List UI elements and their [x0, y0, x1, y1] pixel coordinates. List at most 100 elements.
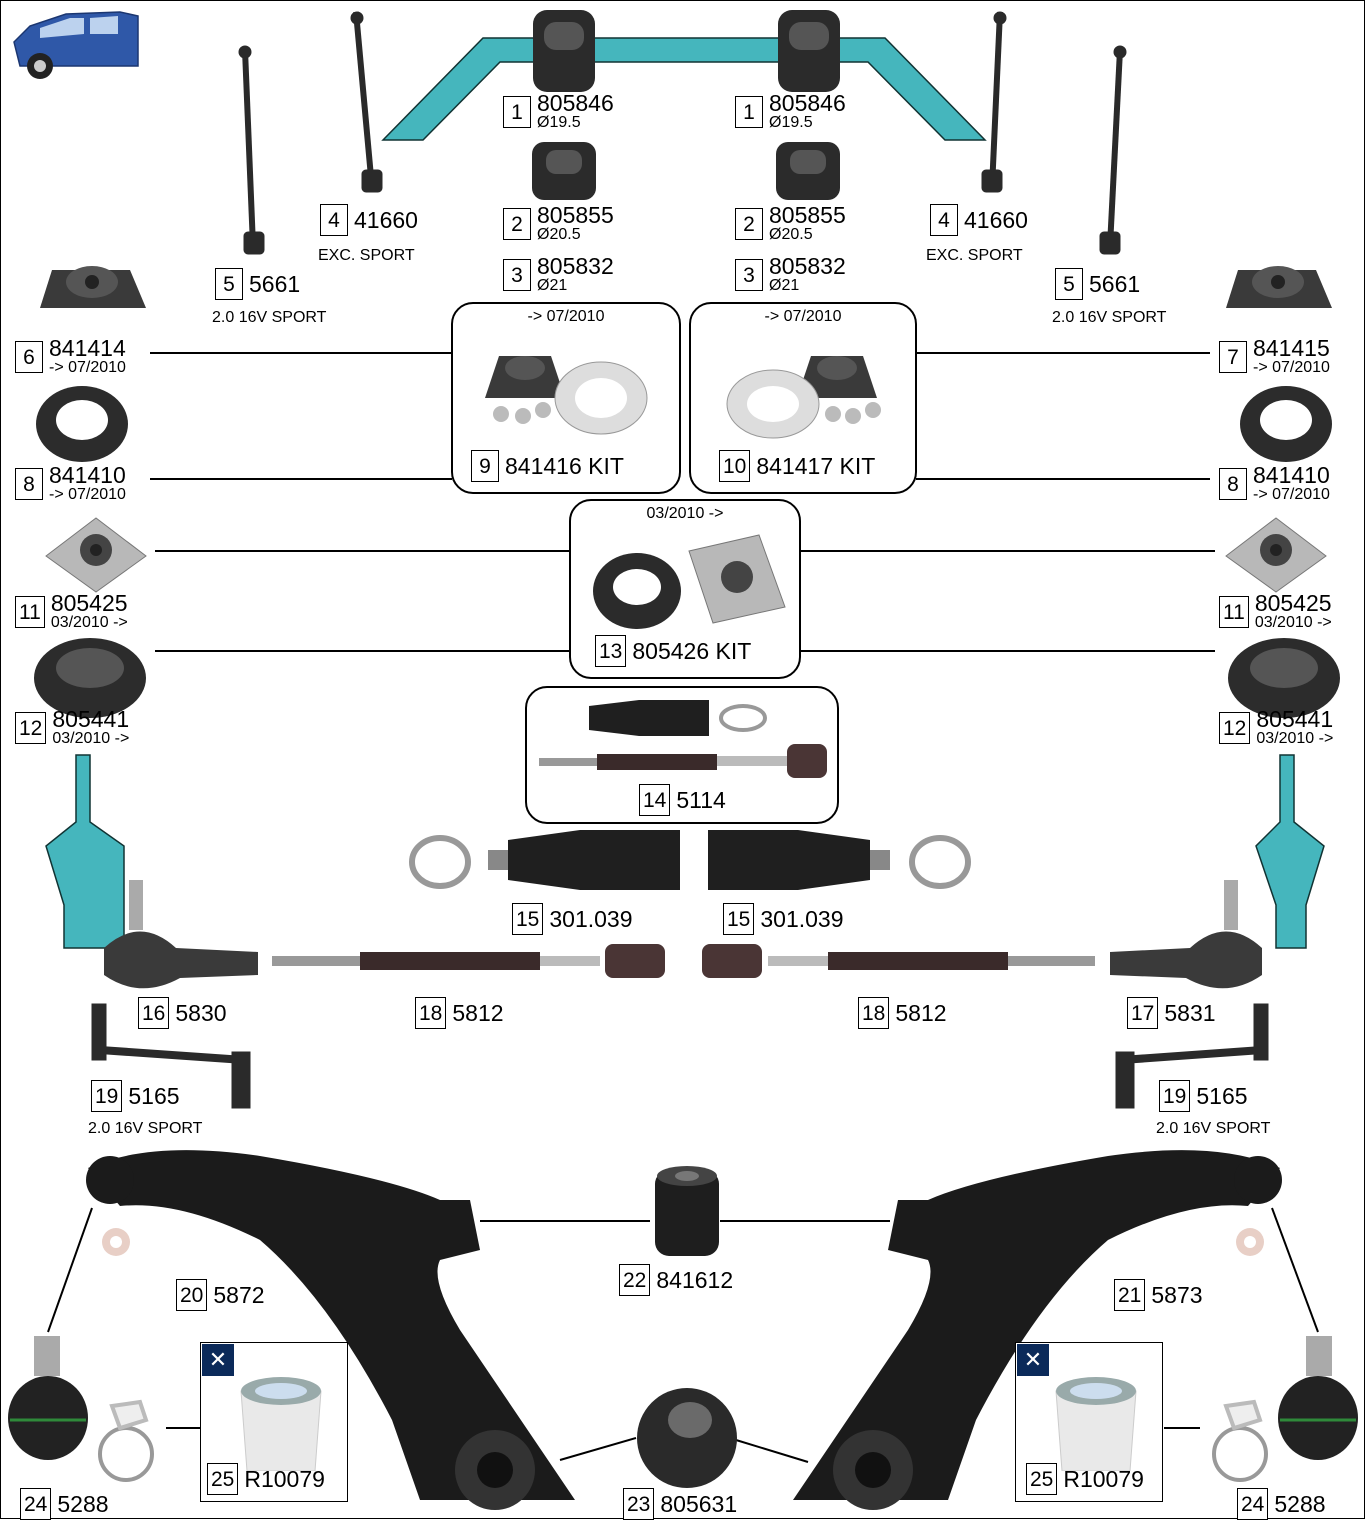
- part-number: 21: [1114, 1279, 1146, 1311]
- part-number: 15: [512, 903, 544, 935]
- part-note: -> 07/2010: [49, 359, 126, 376]
- part-note: Ø19.5: [537, 114, 581, 131]
- part-label-24-right: 24 5288: [1237, 1488, 1326, 1520]
- part-number: 2: [735, 207, 763, 240]
- stabilizer-link-icon: [350, 11, 1007, 193]
- part-note: 03/2010 ->: [1256, 730, 1334, 747]
- part-code: 5830: [175, 999, 227, 1026]
- part-number: 1: [735, 95, 763, 128]
- strut-mount-icon: [45, 517, 1327, 593]
- part-code: 805631: [660, 1490, 738, 1517]
- kit-box-10: -> 07/2010 10 841417 KIT: [689, 302, 917, 494]
- part-code: 5114: [676, 786, 726, 813]
- tie-rod-end-icon: [104, 880, 1262, 989]
- part-label-8-left: 8 841410-> 07/2010: [15, 464, 126, 503]
- part-code: 805832: [537, 253, 614, 279]
- car-icon: [13, 11, 139, 79]
- part-label-24-left: 24 5288: [20, 1488, 109, 1520]
- bushing-press-tool-icon: [240, 1377, 322, 1471]
- part-number: 1: [503, 95, 531, 128]
- part-label-5-right: 5 5661: [1055, 268, 1140, 300]
- part-code: 41660: [354, 206, 418, 233]
- part-label-4-left: 4 41660: [320, 204, 418, 236]
- part-note-4-left: EXC. SPORT: [318, 247, 415, 264]
- part-code: 5831: [1164, 999, 1216, 1026]
- part-number: 4: [930, 204, 958, 236]
- part-code: 805855: [769, 202, 846, 228]
- part-code: 301.039: [549, 905, 633, 932]
- part-note-5-left: 2.0 16V SPORT: [212, 309, 327, 326]
- bushing-icon: [637, 1388, 737, 1488]
- part-note-4-right: EXC. SPORT: [926, 247, 1023, 264]
- part-code: 5812: [895, 999, 947, 1026]
- part-label-13: 13 805426 KIT: [595, 635, 751, 667]
- stabilizer-link-icon: [91, 1003, 1269, 1109]
- ball-joint-icon: [8, 1336, 1358, 1460]
- part-number: 13: [595, 635, 627, 667]
- part-label-20: 20 5872: [176, 1279, 265, 1311]
- part-code: 805441: [52, 706, 130, 732]
- bearing-icon: [36, 386, 1332, 462]
- part-note: Ø20.5: [769, 226, 813, 243]
- part-number: 12: [1219, 711, 1251, 744]
- kit-date: -> 07/2010: [764, 308, 842, 325]
- wrench-screwdriver-icon: ✕: [1017, 1344, 1049, 1376]
- part-label-19-left: 19 5165: [91, 1080, 180, 1112]
- part-code: 841612: [656, 1266, 734, 1293]
- part-number: 25: [207, 1463, 239, 1495]
- part-code: R10079: [244, 1465, 325, 1492]
- part-number: 5: [1055, 268, 1083, 300]
- part-note: Ø21: [769, 277, 800, 294]
- bearing-icon: [34, 638, 1340, 718]
- part-code: 805855: [537, 202, 614, 228]
- tie-rod-kit-icon: [539, 700, 827, 778]
- part-note: Ø20.5: [537, 226, 581, 243]
- part-note: -> 07/2010: [1253, 359, 1330, 376]
- kit-date: -> 07/2010: [527, 308, 605, 325]
- part-number: 18: [415, 997, 447, 1029]
- part-number: 5: [215, 268, 243, 300]
- part-number: 19: [91, 1080, 123, 1112]
- part-label-10: 10 841417 KIT: [719, 450, 875, 482]
- part-code: 805425: [50, 590, 128, 616]
- part-number: 19: [1159, 1080, 1191, 1112]
- part-code: 5288: [57, 1490, 109, 1517]
- circlip-icon: [98, 1399, 1268, 1482]
- part-label-18-right: 18 5812: [858, 997, 947, 1029]
- part-number: 24: [1237, 1488, 1269, 1520]
- part-number: 23: [623, 1488, 655, 1520]
- part-note: Ø19.5: [769, 114, 813, 131]
- part-number: 4: [320, 204, 348, 236]
- part-code: 5165: [128, 1082, 180, 1109]
- part-number: 22: [619, 1264, 651, 1296]
- part-label-6: 6 841414-> 07/2010: [15, 337, 126, 376]
- part-code: 805832: [769, 253, 846, 279]
- bushing-press-tool-icon: [1055, 1377, 1137, 1471]
- bushing-icon: [533, 10, 840, 92]
- part-note-5-right: 2.0 16V SPORT: [1052, 309, 1167, 326]
- part-label-4-right: 4 41660: [930, 204, 1028, 236]
- stabilizer-bar: [381, 37, 987, 141]
- part-number: 20: [176, 1279, 208, 1311]
- washer-icon: [102, 1228, 1264, 1256]
- part-code: 41660: [964, 206, 1028, 233]
- part-code: 805846: [537, 90, 614, 116]
- part-number: 16: [138, 997, 170, 1029]
- part-number: 6: [15, 340, 43, 373]
- part-label-17: 17 5831: [1127, 997, 1216, 1029]
- part-number: 3: [735, 258, 763, 291]
- part-number: 17: [1127, 997, 1159, 1029]
- part-label-16: 16 5830: [138, 997, 227, 1029]
- part-code: 841415: [1253, 335, 1330, 361]
- part-code: R10079: [1063, 1465, 1144, 1492]
